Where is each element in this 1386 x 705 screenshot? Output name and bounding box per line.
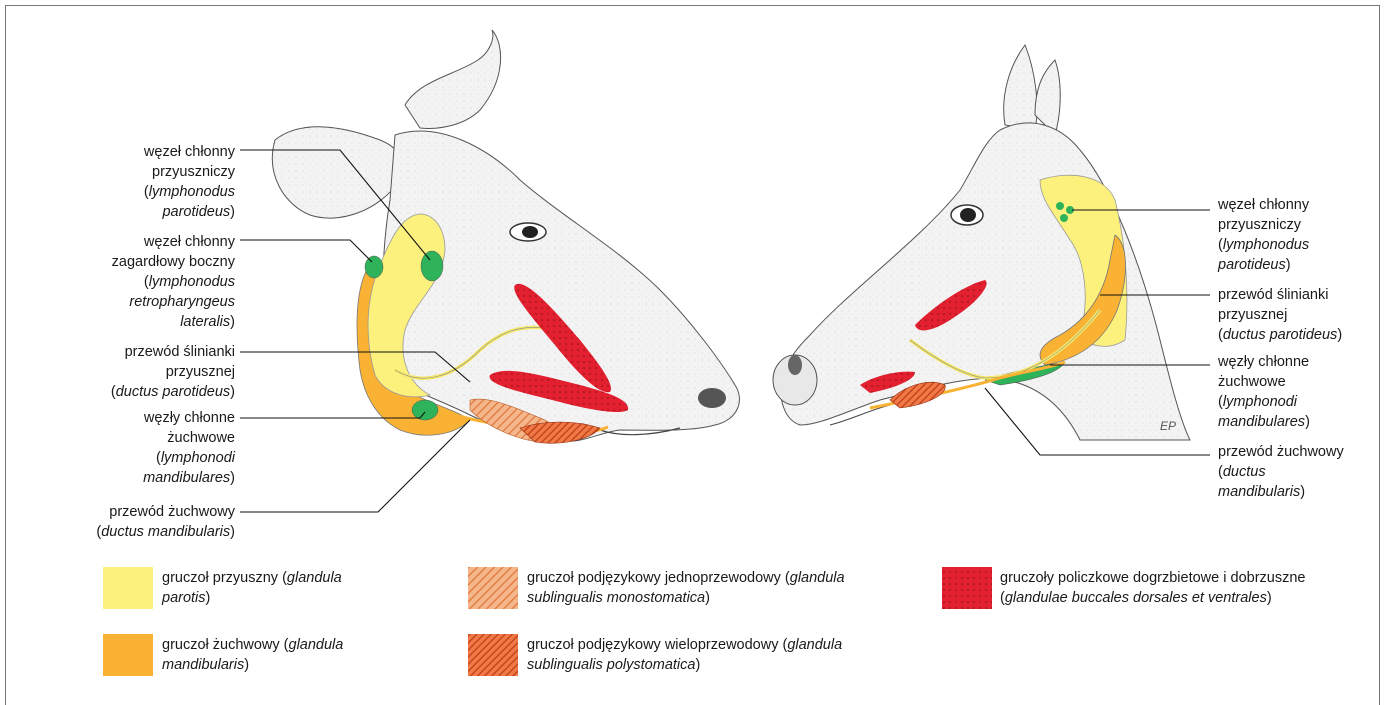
horse-ear-left bbox=[1004, 45, 1037, 130]
cow-label-parotid-node: węzeł chłonny przyuszniczy (lymphonodus … bbox=[60, 142, 235, 222]
horse-head bbox=[773, 45, 1190, 440]
cow-mandibular-lymph-node bbox=[412, 400, 438, 420]
legend-sublingual-poly: gruczoł podjęzykowy wieloprzewodowy (gla… bbox=[527, 635, 927, 675]
legend-mandibular: gruczoł żuchwowy (glandula mandibularis) bbox=[162, 635, 412, 675]
cow-label-mand-nodes: węzły chłonne żuchwowe (lymphonodi mandi… bbox=[40, 408, 235, 488]
legend-swatch-sublingual-mono bbox=[468, 567, 518, 609]
cow-label-retro-node: węzeł chłonny zagardłowy boczny (lymphon… bbox=[40, 232, 235, 332]
cow-horn bbox=[405, 30, 501, 128]
artist-signature: EP bbox=[1160, 416, 1176, 436]
legend-parotid: gruczoł przyuszny (glandula parotis) bbox=[162, 568, 412, 608]
cow-line-retro-node bbox=[240, 240, 372, 262]
legend-swatch-mandibular bbox=[103, 634, 153, 676]
cow-label-parotid-duct: przewód ślinianki przyusznej (ductus par… bbox=[40, 342, 235, 402]
legend-swatch-buccal bbox=[942, 567, 992, 609]
horse-label-mand-nodes: węzły chłonne żuchwowe (lymphonodi mandi… bbox=[1218, 352, 1378, 432]
horse-label-parotid-node: węzeł chłonny przyuszniczy (lymphonodus … bbox=[1218, 195, 1378, 275]
legend-buccal: gruczoły policzkowe dogrzbietowe i dobrz… bbox=[1000, 568, 1375, 608]
legend-sublingual-mono: gruczoł podjęzykowy jednoprzewodowy (gla… bbox=[527, 568, 927, 608]
cow-label-mand-duct: przewód żuchwowy (ductus mandibularis) bbox=[40, 502, 235, 542]
legend-swatch-parotid bbox=[103, 567, 153, 609]
cow-retro-lymph-node bbox=[365, 256, 383, 278]
legend-swatch-sublingual-poly bbox=[468, 634, 518, 676]
horse-label-mand-duct: przewód żuchwowy (ductus mandibularis) bbox=[1218, 442, 1378, 502]
cow-parotid-lymph-node bbox=[421, 251, 443, 281]
horse-label-parotid-duct: przewód ślinianki przyusznej (ductus par… bbox=[1218, 285, 1378, 345]
